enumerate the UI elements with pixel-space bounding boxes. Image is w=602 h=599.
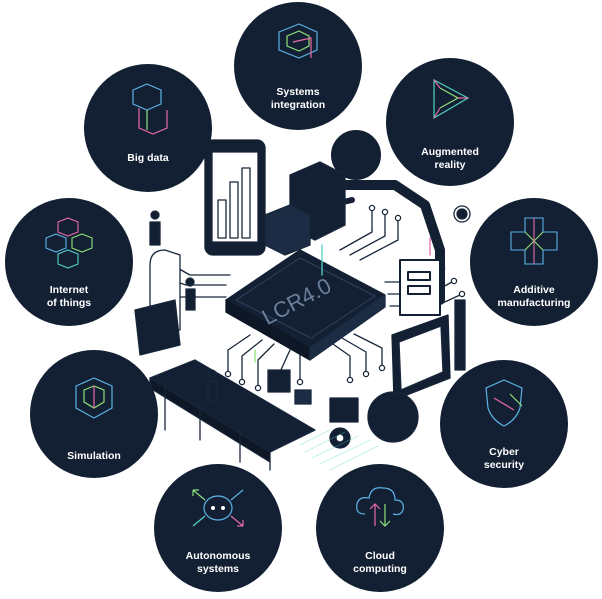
node-label-line: Big data <box>127 152 169 164</box>
interlocking-squares-icon <box>278 23 318 59</box>
node-label-line: Autonomous <box>185 550 251 562</box>
node-augmented-reality[interactable]: Augmented reality <box>386 58 514 186</box>
accent-lines <box>254 237 431 363</box>
stacked-cubes <box>264 161 346 256</box>
crates <box>267 369 359 423</box>
node-label-line: Augmented <box>421 146 479 158</box>
node-cyber-security[interactable]: Cyber security <box>440 360 568 488</box>
node-label-line: Simulation <box>67 450 121 462</box>
node-cloud-computing[interactable]: Cloud computing <box>316 464 444 592</box>
cross-cube-icon <box>510 217 558 265</box>
node-label-line: integration <box>270 98 326 111</box>
node-label-line: Systems <box>276 86 320 98</box>
node-label-line: systems <box>196 562 240 575</box>
node-label-line: Additive <box>513 284 555 296</box>
gear <box>329 427 351 449</box>
node-label-line: computing <box>353 562 407 575</box>
node-label-line: Cloud <box>365 550 395 562</box>
node-simulation[interactable]: Simulation <box>30 350 158 478</box>
stacked-blocks-icon <box>132 83 168 135</box>
node-label-line: Internet <box>49 284 89 296</box>
tank <box>134 249 181 356</box>
monitor <box>367 299 466 443</box>
node-label-line: Cyber <box>489 446 519 458</box>
ground-hatch <box>299 429 379 471</box>
node-label-line: of things <box>46 296 92 309</box>
robot-face-arrows-icon <box>192 489 244 527</box>
impossible-triangle-icon <box>433 79 470 120</box>
processor-chip <box>225 249 386 361</box>
cube-network-icon <box>45 217 93 269</box>
node-label-line: reality <box>434 158 466 171</box>
shield-icon <box>485 379 523 427</box>
people <box>149 205 471 403</box>
node-additive-manufacturing[interactable]: Additive manufacturing <box>470 198 598 326</box>
hollow-cube-icon <box>75 377 113 419</box>
node-systems-integration[interactable]: Systems integration <box>234 2 362 130</box>
node-autonomous-systems[interactable]: Autonomous systems <box>154 464 282 592</box>
node-big-data[interactable]: Big data <box>84 64 212 192</box>
node-internet-of-things[interactable]: Internet of things <box>5 198 133 326</box>
phone-device <box>204 139 266 256</box>
node-label-line: manufacturing <box>497 296 571 309</box>
node-label-line: security <box>483 458 525 471</box>
cloud-upload-icon <box>356 487 404 527</box>
